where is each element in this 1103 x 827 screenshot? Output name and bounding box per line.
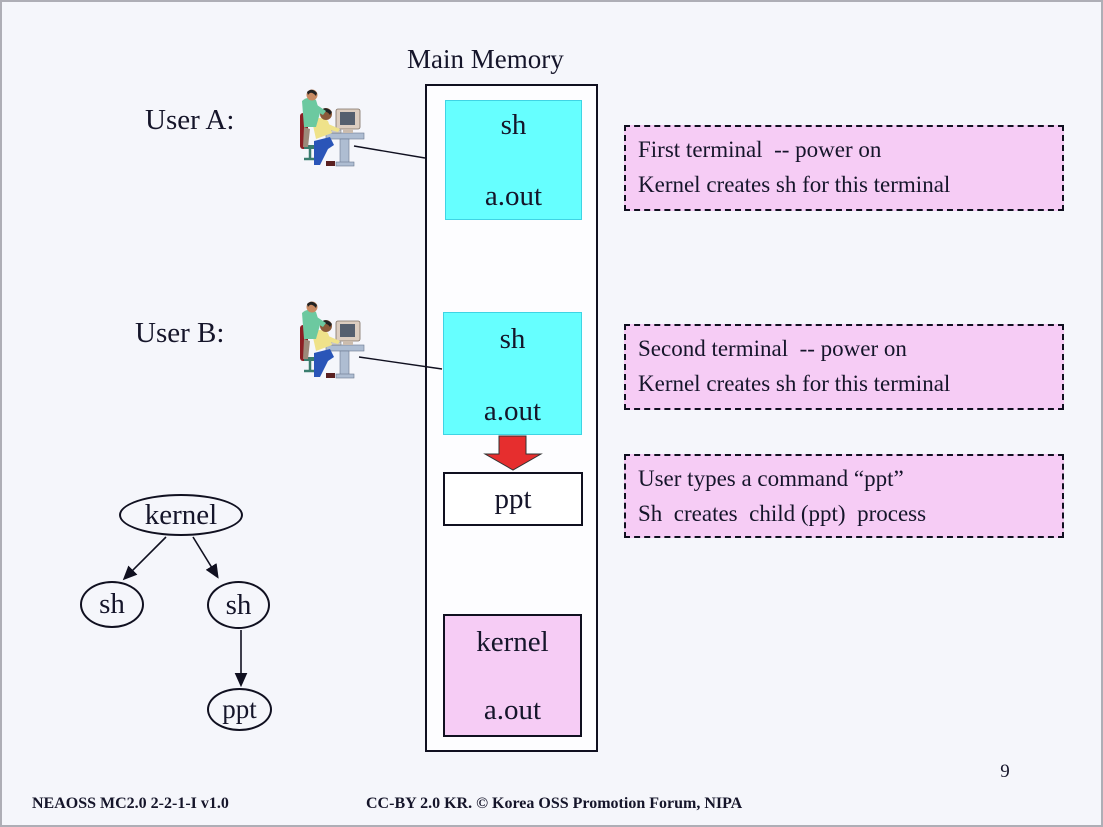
tree-node-ppt: ppt: [207, 688, 272, 731]
program-name: a.out: [483, 694, 542, 726]
tree-node-label: ppt: [222, 694, 257, 724]
process-name: sh: [499, 323, 526, 355]
annotation-line: Second terminal -- power on: [638, 336, 907, 361]
main-memory-title: Main Memory: [407, 44, 564, 74]
memory-block-kernel: kernel a.out: [443, 614, 582, 737]
annotation-second-terminal: Second terminal -- power on Kernel creat…: [624, 324, 1064, 410]
annotation-line: Kernel creates sh for this terminal: [638, 172, 951, 197]
annotation-line: First terminal -- power on: [638, 137, 882, 162]
tree-node-sh-left: sh: [80, 581, 144, 628]
tree-node-sh-right: sh: [207, 581, 270, 629]
memory-block-sh-a: sh a.out: [445, 100, 582, 220]
process-name: kernel: [476, 626, 549, 658]
kernel-to-sh-right-arrow: [192, 536, 219, 579]
annotation-line: Kernel creates sh for this terminal: [638, 371, 951, 396]
user-b-label: User B:: [135, 317, 225, 349]
memory-block-ppt: ppt: [443, 472, 583, 526]
tree-node-kernel: kernel: [119, 494, 243, 536]
kernel-to-sh-left-arrow: [122, 536, 167, 581]
annotation-first-terminal: First terminal -- power on Kernel create…: [624, 125, 1064, 211]
users-at-computer-clipart: [300, 89, 365, 167]
footer-version: NEAOSS MC2.0 2-2-1-I v1.0: [32, 795, 229, 812]
process-name: sh: [500, 109, 527, 141]
user-a-label: User A:: [145, 104, 235, 136]
program-name: a.out: [484, 180, 543, 212]
annotation-line: User types a command “ppt”: [638, 466, 904, 491]
users-at-computer-clipart: [300, 301, 365, 379]
tree-node-label: sh: [99, 588, 125, 620]
page-number: 9: [1000, 761, 1010, 782]
memory-block-sh-b: sh a.out: [443, 312, 582, 435]
tree-node-label: kernel: [144, 498, 218, 531]
process-name: ppt: [494, 482, 532, 515]
annotation-ppt-command: User types a command “ppt” Sh creates ch…: [624, 454, 1064, 538]
tree-node-label: sh: [225, 588, 252, 621]
program-name: a.out: [483, 395, 542, 427]
footer-license: CC-BY 2.0 KR. © Korea OSS Promotion Foru…: [366, 795, 743, 812]
annotation-line: Sh creates child (ppt) process: [638, 501, 927, 526]
